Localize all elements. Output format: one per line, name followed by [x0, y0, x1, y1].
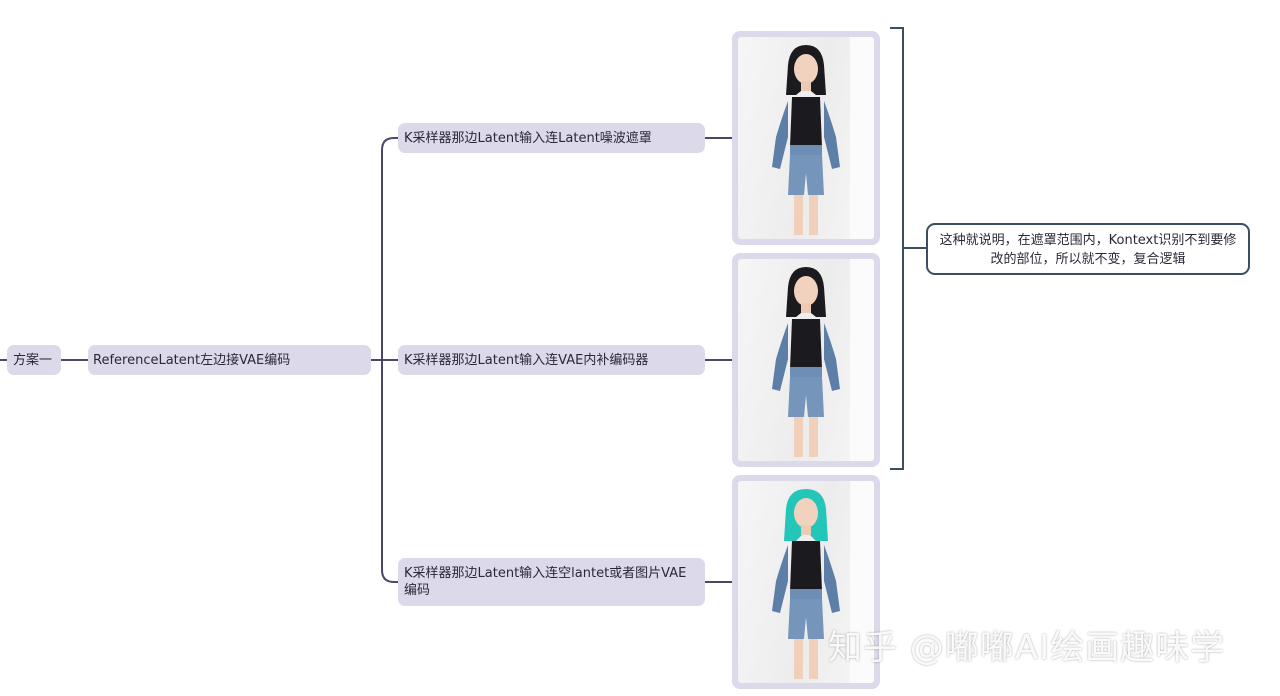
summary-note-text: 这种就说明，在遮罩范围内，Kontext识别不到要修改的部位，所以就不变，复合逻…	[939, 233, 1237, 267]
branch-node-1[interactable]: K采样器那边Latent输入连Latent噪波遮罩	[398, 123, 705, 153]
branch-node-3[interactable]: K采样器那边Latent输入连空lantet或者图片VAE编码	[398, 558, 705, 606]
branch-node-2-label: K采样器那边Latent输入连VAE内补编码器	[404, 352, 649, 368]
summary-note[interactable]: 这种就说明，在遮罩范围内，Kontext识别不到要修改的部位，所以就不变，复合逻…	[926, 223, 1250, 275]
root-node-label: 方案一	[13, 352, 53, 368]
woman-photo-dark-hair-2	[738, 259, 874, 461]
branch-node-2[interactable]: K采样器那边Latent输入连VAE内补编码器	[398, 345, 705, 375]
root-node[interactable]: 方案一	[7, 345, 61, 375]
level1-node-label: ReferenceLatent左边接VAE编码	[93, 352, 291, 368]
woman-photo-dark-hair	[738, 37, 874, 239]
branch-node-3-label: K采样器那边Latent输入连空lantet或者图片VAE编码	[404, 566, 687, 598]
woman-photo-teal-hair	[738, 481, 874, 683]
level1-node[interactable]: ReferenceLatent左边接VAE编码	[88, 345, 371, 375]
result-image-2[interactable]	[732, 253, 880, 467]
branch-node-1-label: K采样器那边Latent输入连Latent噪波遮罩	[404, 130, 652, 146]
result-image-3[interactable]	[732, 475, 880, 689]
result-image-1[interactable]	[732, 31, 880, 245]
zhihu-watermark: 知乎 @嘟嘟AI绘画趣味学	[828, 628, 1226, 668]
